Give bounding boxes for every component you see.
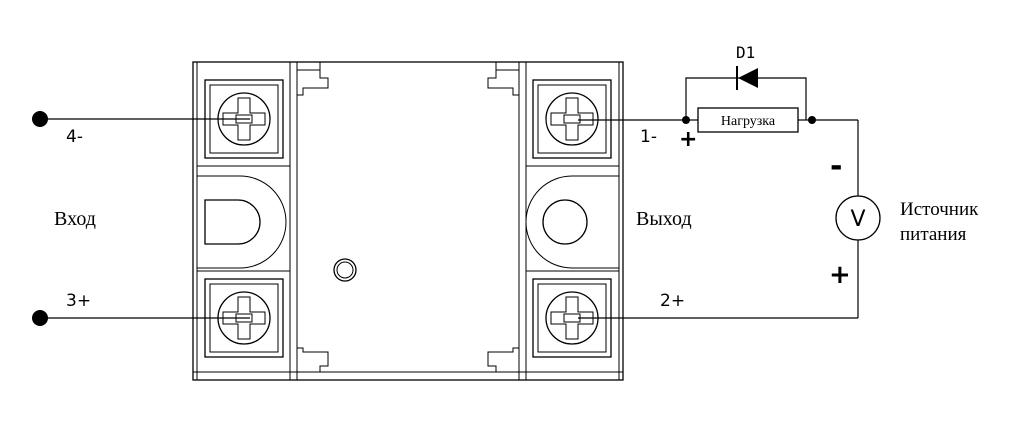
mounting-slot-left bbox=[204, 199, 261, 245]
output-label: Выход bbox=[636, 208, 692, 230]
voltmeter-label: V bbox=[850, 207, 865, 232]
input-label: Вход bbox=[54, 208, 96, 230]
input-wire-3 bbox=[32, 310, 250, 326]
led-indicator bbox=[333, 258, 357, 282]
terminal-3 bbox=[204, 278, 284, 358]
source-minus-label: - bbox=[830, 149, 842, 184]
polarity-plus-output: + bbox=[679, 127, 697, 152]
relay-body bbox=[192, 61, 624, 381]
terminal-1 bbox=[532, 79, 612, 159]
diode-label: D1 bbox=[736, 43, 755, 62]
terminal-2-label: 2+ bbox=[660, 291, 685, 311]
mounting-hole-right bbox=[542, 199, 588, 245]
input-wire-4 bbox=[32, 111, 250, 127]
screw-cross-icon bbox=[550, 97, 594, 141]
screw-cross-icon bbox=[222, 97, 266, 141]
screw-cross-icon bbox=[222, 296, 266, 340]
source-plus-label: + bbox=[829, 260, 851, 290]
source-label-line2: питания bbox=[900, 224, 967, 245]
output-circuit bbox=[578, 66, 881, 319]
screw-cross-icon bbox=[550, 296, 594, 340]
terminal-1-label: 1- bbox=[640, 127, 657, 147]
source-label-line1: Источник bbox=[900, 199, 979, 220]
terminal-4-label: 4- bbox=[66, 127, 83, 147]
diode-d1 bbox=[736, 66, 758, 90]
terminal-3-label: 3+ bbox=[66, 291, 91, 311]
load-label: Нагрузка bbox=[721, 114, 776, 129]
